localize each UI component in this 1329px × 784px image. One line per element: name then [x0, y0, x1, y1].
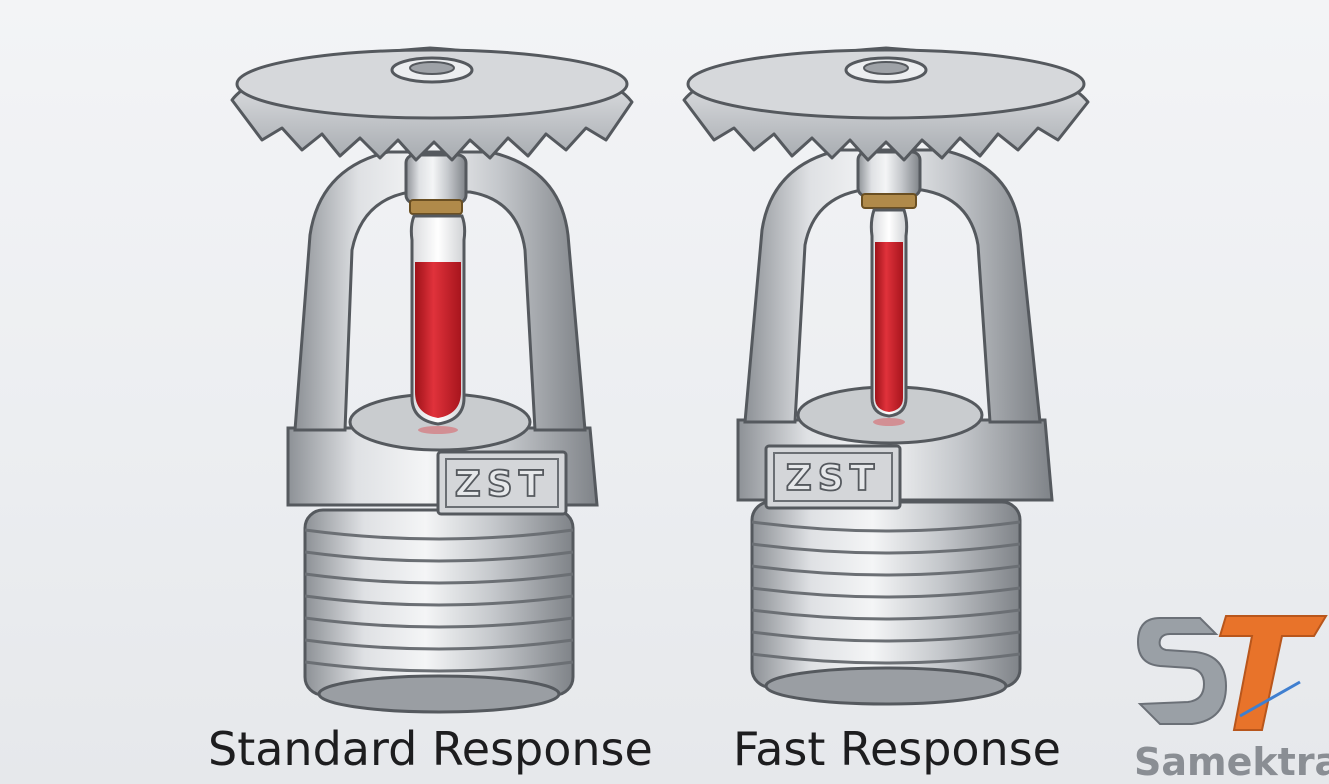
fast-response-caption: Fast Response — [733, 722, 1061, 776]
thread-body — [303, 508, 575, 714]
deflector-icon — [682, 46, 1090, 162]
standard-response-sprinkler: ZST — [230, 46, 634, 714]
hex-collar: ZST — [286, 426, 599, 516]
zst-stamp: ZST — [455, 464, 550, 505]
zst-stamp: ZST — [786, 458, 881, 499]
fast-response-sprinkler: ZST — [682, 46, 1090, 706]
samektra-logo-icon — [1136, 615, 1328, 731]
frame-arms — [293, 150, 587, 432]
thread-body — [750, 500, 1022, 706]
deflector-icon — [230, 46, 634, 162]
glass-bulb-icon — [869, 208, 909, 426]
brand-logo: Samektra — [1130, 612, 1329, 784]
hex-collar: ZST — [736, 418, 1054, 510]
frame-arms — [743, 148, 1042, 424]
glass-bulb-icon — [409, 214, 467, 434]
standard-response-caption: Standard Response — [208, 722, 653, 776]
brand-name: Samektra — [1134, 740, 1329, 784]
